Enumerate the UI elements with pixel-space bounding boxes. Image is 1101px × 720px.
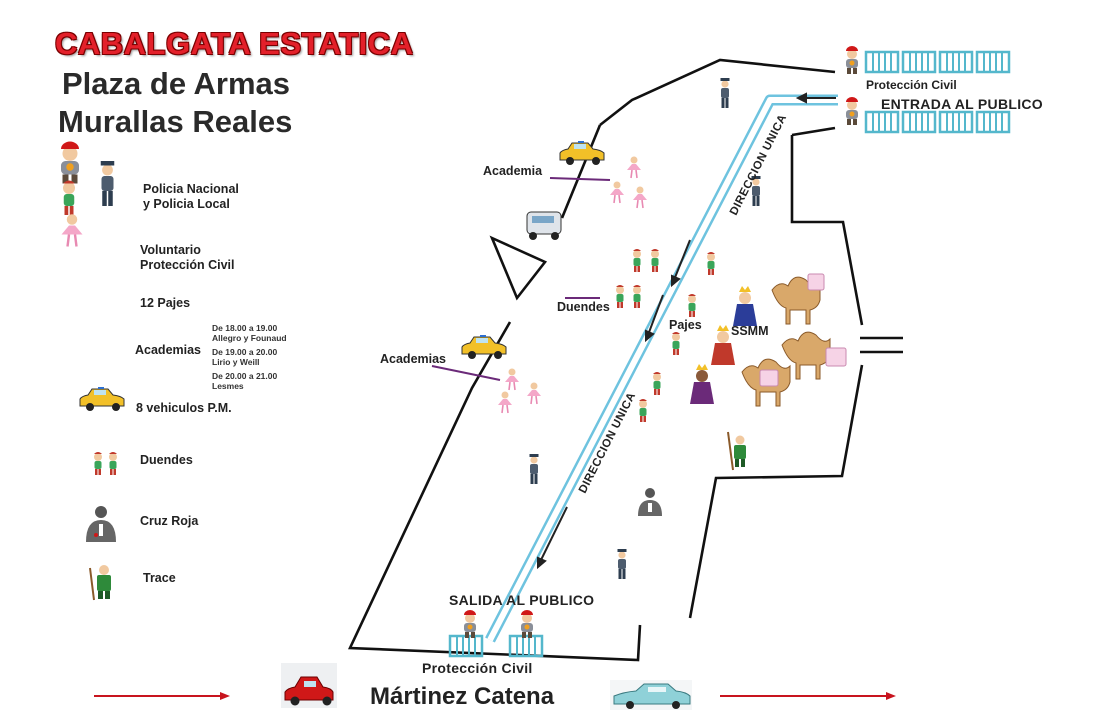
legend-police-icon <box>100 161 115 206</box>
legend-sweeper-icon <box>89 565 111 601</box>
legend-vehicles-label: 8 vehiculos P.M. <box>136 401 232 415</box>
page-title: CABALGATA ESTATICA <box>55 26 414 61</box>
leader-lines <box>431 177 611 381</box>
map-label-entrada: ENTRADA AL PUBLICO <box>881 96 1043 112</box>
legend-schedule: De 18.00 a 19.00 Allegro y Founaud De 19… <box>212 323 287 391</box>
map-label-ssmm: SSMM <box>731 324 769 338</box>
map-label-pajes: Pajes <box>669 318 702 332</box>
camels <box>741 276 831 407</box>
street-arrows <box>94 692 896 700</box>
legend-cruzroja-label: Cruz Roja <box>140 514 199 528</box>
kings-figures <box>690 286 757 404</box>
map-label-academias: Academias <box>380 352 447 366</box>
van-icon <box>526 211 562 240</box>
legend-page-icon <box>63 180 75 215</box>
legend-civil-icon <box>61 141 79 184</box>
legend-pajes-label: 12 Pajes <box>140 296 191 310</box>
map-label-duendes: Duendes <box>557 300 610 314</box>
subtitle-murallas: Murallas Reales <box>58 104 293 139</box>
legend-ballerina-icon <box>60 213 84 248</box>
legend-elves-icon <box>94 452 117 475</box>
legend-duendes-label: Duendes <box>140 453 193 467</box>
map-label-proteccion-top: Protección Civil <box>866 78 957 92</box>
map-label-proteccion-bottom: Protección Civil <box>422 660 533 676</box>
sweeper-map-icon <box>727 431 746 471</box>
route-path <box>485 94 838 643</box>
legend-red-cross-icon <box>86 506 116 542</box>
map-label-salida: SALIDA AL PUBLICO <box>449 592 595 608</box>
legend-car-icon <box>79 386 125 412</box>
red-cross-map-icon <box>638 488 662 516</box>
map-label-academia: Academia <box>483 164 543 178</box>
direction-arrows <box>537 92 836 570</box>
subtitle-plaza: Plaza de Armas <box>62 66 291 101</box>
street-name: Mártinez Catena <box>370 683 555 710</box>
legend-academias-label: Academias <box>135 343 202 357</box>
legend-trace-label: Trace <box>143 571 176 585</box>
red-car-icon <box>281 663 337 708</box>
teal-car-icon <box>610 680 692 710</box>
plaza-outline <box>347 58 903 662</box>
